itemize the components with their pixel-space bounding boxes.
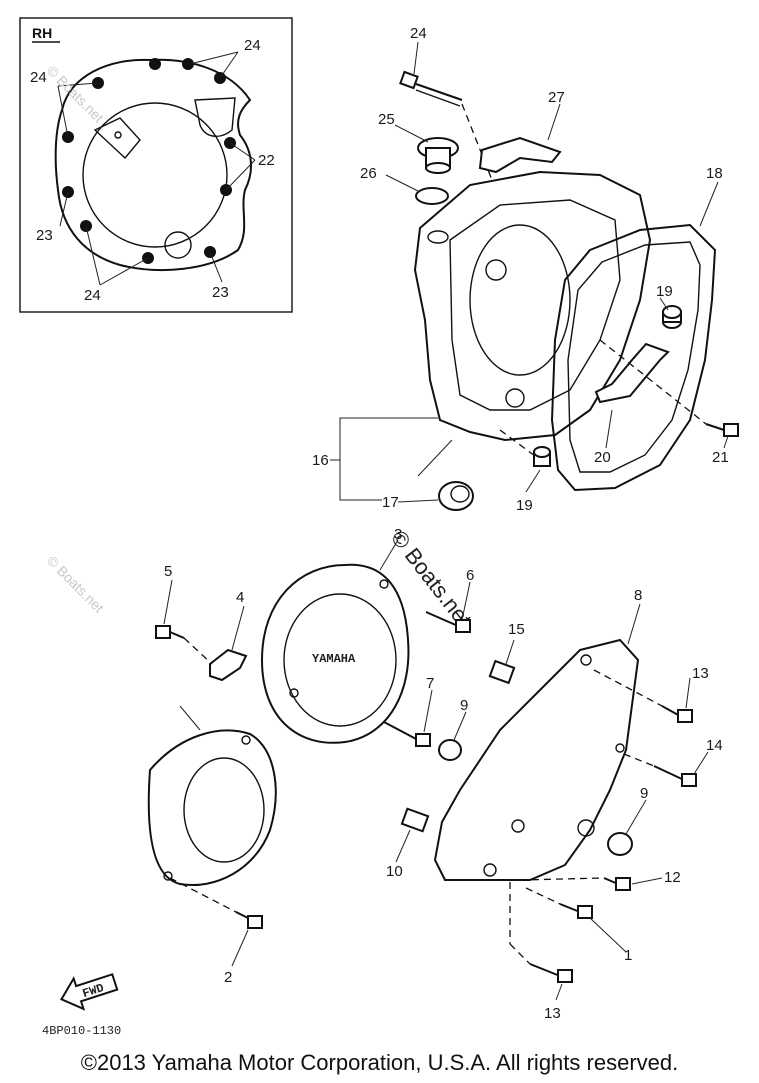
callout-13-upper: 13 <box>692 665 709 682</box>
callout-21: 21 <box>712 449 729 466</box>
callout-16-bracket <box>339 417 438 501</box>
bolt-13-upper <box>661 705 693 723</box>
cover-16-filler-port <box>427 230 449 244</box>
watermark-faint: © Boats.net <box>44 62 107 125</box>
cover-8 <box>433 638 640 881</box>
inset-tab <box>93 117 141 160</box>
bolt-6 <box>425 611 471 633</box>
callout-17: 17 <box>382 494 399 511</box>
inset-window <box>194 97 236 137</box>
bolt-21 <box>705 423 739 437</box>
cover-16-boss-lower <box>505 388 525 408</box>
cover-logo: YAMAHA <box>312 652 356 666</box>
inset-cover-outline <box>54 58 252 271</box>
callout-19-lower: 19 <box>516 497 533 514</box>
inset-title: RH <box>32 25 52 41</box>
bolt-5 <box>155 625 185 639</box>
dowel-pin-19-lower <box>533 446 551 467</box>
cover-1-left <box>147 729 277 886</box>
bolt-dot <box>149 58 161 70</box>
guide-plate-20 <box>594 342 670 404</box>
cover-16-inner-rib <box>449 199 621 411</box>
inset-lower-hole <box>164 231 192 259</box>
dowel-10 <box>400 807 430 833</box>
gasket-18-inner <box>567 241 701 473</box>
lower-assembly: YAMAHA 3 © Boats.net 5 4 6 <box>42 525 723 1038</box>
bolt-2 <box>235 911 263 929</box>
bracket-4 <box>209 648 248 682</box>
bolt-7 <box>383 721 431 747</box>
callout-22: 22 <box>258 152 275 169</box>
faint-watermarks: © Boats.net © Boats.net <box>44 62 107 615</box>
collar-9-lower <box>607 832 633 856</box>
callout-5: 5 <box>164 563 172 580</box>
callout-1: 1 <box>624 947 632 964</box>
gasket-18 <box>550 223 717 492</box>
inset-tab-hole <box>114 131 122 139</box>
crankcase-cover-16 <box>413 170 652 442</box>
bolt-dot <box>182 58 194 70</box>
callout-27: 27 <box>548 89 565 106</box>
callout-12: 12 <box>664 869 681 886</box>
callout-3: 3 <box>394 526 402 543</box>
crankcase-cover-3: YAMAHA <box>260 563 410 744</box>
cover-16-bowl <box>469 224 571 376</box>
dowel-pin-19-upper <box>662 305 682 329</box>
watermark-faint: © Boats.net <box>44 552 107 615</box>
cover-16-boss <box>485 259 507 281</box>
callout-6: 6 <box>466 567 474 584</box>
collar-9-upper <box>438 739 462 761</box>
bolt-24 <box>399 70 463 107</box>
callout-24-bottom: 24 <box>84 287 101 304</box>
bolt-1 <box>559 903 593 919</box>
callout-26: 26 <box>360 165 377 182</box>
plug-17 <box>438 481 474 511</box>
callout-2: 2 <box>224 969 232 986</box>
callout-14: 14 <box>706 737 723 754</box>
callout-23-left: 23 <box>36 227 53 244</box>
callout-13-lower: 13 <box>544 1005 561 1022</box>
callout-25: 25 <box>378 111 395 128</box>
callout-4: 4 <box>236 589 244 606</box>
bolt-14 <box>653 765 697 787</box>
copyright-notice: ©2013 Yamaha Motor Corporation, U.S.A. A… <box>80 1050 679 1075</box>
callout-10: 10 <box>386 863 403 880</box>
inset-leaders <box>57 51 256 286</box>
callout-16: 16 <box>312 452 329 469</box>
callout-8: 8 <box>634 587 642 604</box>
inset-inner-circle <box>82 102 228 248</box>
bracket-27 <box>478 136 562 174</box>
oil-filler-cap-25 <box>417 137 459 174</box>
forward-arrow-icon: FWD <box>60 973 119 1011</box>
callout-18: 18 <box>706 165 723 182</box>
callout-24-top: 24 <box>244 37 261 54</box>
upper-assembly: 24 25 26 27 18 <box>312 25 739 514</box>
callout-9-lower: 9 <box>640 785 648 802</box>
o-ring-26 <box>415 187 449 205</box>
callout-23-right: 23 <box>212 284 229 301</box>
inset-border <box>19 17 293 313</box>
callout-20: 20 <box>594 449 611 466</box>
dowel-15 <box>488 659 516 685</box>
bolt-12 <box>603 877 631 891</box>
callout-9-upper: 9 <box>460 697 468 714</box>
callout-15: 15 <box>508 621 525 638</box>
callout-19-upper: 19 <box>656 283 673 300</box>
rh-inset: RH <box>19 17 293 313</box>
callout-24-left: 24 <box>30 69 47 86</box>
callout-24: 24 <box>410 25 427 42</box>
callout-7: 7 <box>426 675 434 692</box>
bolt-13-lower <box>529 963 573 983</box>
diagram-code: 4BP010-1130 <box>42 1024 121 1038</box>
fwd-label: FWD <box>81 981 106 1001</box>
